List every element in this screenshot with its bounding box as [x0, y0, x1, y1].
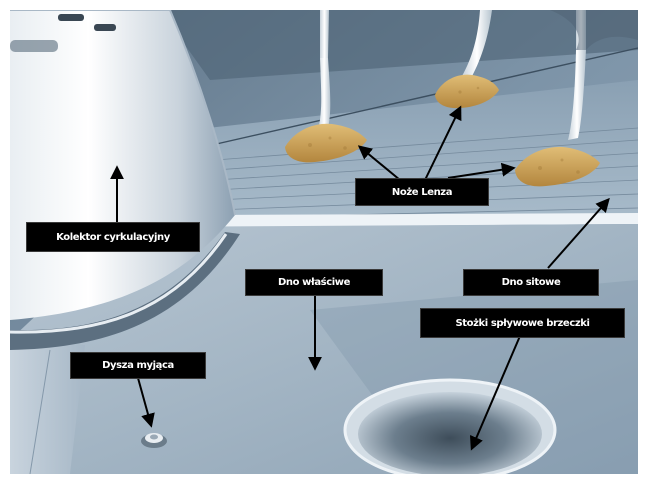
- label-dno-sitowe: Dno sitowe: [463, 269, 599, 296]
- label-noze-lenza: Noże Lenza: [355, 178, 489, 206]
- label-dysza-myjaca: Dysza myjąca: [70, 352, 206, 379]
- label-stozki-splywowe-brzeczki: Stożki spływowe brzeczki: [420, 308, 625, 338]
- label-kolektor-cyrkulacyjny: Kolektor cyrkulacyjny: [26, 222, 200, 252]
- label-dno-wlasciwe: Dno właściwe: [245, 269, 383, 296]
